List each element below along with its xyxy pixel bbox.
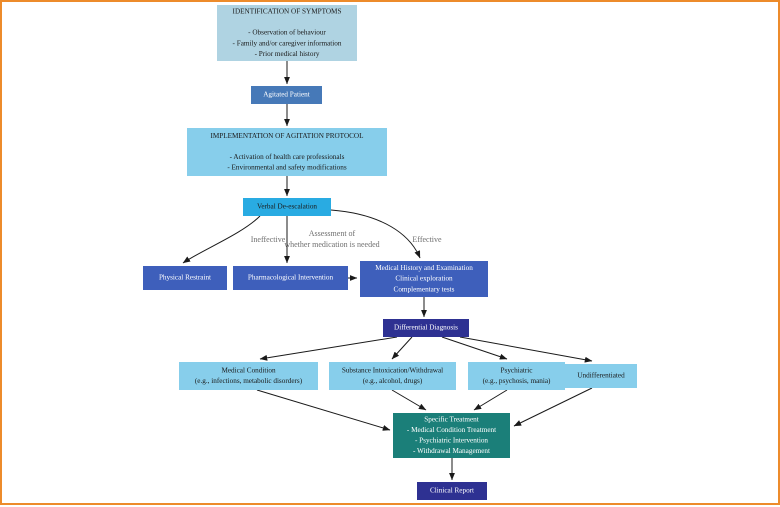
node-bg-clinical-report (417, 482, 487, 500)
node-label-medical-history-1: Clinical exploration (395, 275, 453, 283)
edge-medical-condition-to-treatment (256, 389, 391, 431)
edge-substance-to-treatment (391, 389, 427, 411)
node-bg-implementation (187, 128, 387, 176)
node-bg-medical-history (360, 261, 488, 297)
node-identification[interactable]: IDENTIFICATION OF SYMPTOMS - Observation … (217, 5, 357, 61)
edge-labels-layer: Ineffective Assessment of whether medicati… (251, 229, 442, 249)
node-specific-treatment[interactable]: Specific Treatment - Medical Condition Tr… (393, 413, 510, 458)
node-label-psychiatric-1: (e.g., psychosis, mania) (483, 377, 551, 385)
nodes-layer: IDENTIFICATION OF SYMPTOMS - Observation … (143, 5, 637, 500)
node-label-physical-restraint-0: Physical Restraint (159, 274, 211, 282)
node-clinical-report[interactable]: Clinical Report (417, 482, 487, 500)
label-effective: Effective (412, 235, 442, 244)
node-bg-medical-condition (179, 362, 318, 390)
node-bg-verbal-deescalation (243, 198, 331, 216)
node-bg-differential-diagnosis (383, 319, 469, 337)
node-verbal-deescalation[interactable]: Verbal De-escalation (243, 198, 331, 216)
edge-differential-to-substance (391, 336, 413, 360)
node-label-specific-treatment-3: - Withdrawal Management (413, 447, 490, 455)
node-label-medical-condition-0: Medical Condition (221, 366, 276, 374)
node-label-psychiatric-0: Psychiatric (501, 366, 533, 374)
label-ineffective: Ineffective (251, 235, 286, 244)
node-bg-undifferentiated (565, 364, 637, 388)
edge-undifferentiated-to-treatment (513, 387, 593, 427)
node-bg-psychiatric (468, 362, 565, 390)
node-label-implementation-0: IMPLEMENTATION OF AGITATION PROTOCOL (210, 132, 363, 140)
node-label-identification-2: - Observation of behaviour (248, 29, 326, 37)
node-bg-identification (217, 5, 357, 61)
node-label-specific-treatment-2: - Psychiatric Intervention (415, 436, 488, 444)
node-label-undifferentiated-0: Undifferentiated (577, 372, 625, 380)
node-label-differential-diagnosis-0: Differential Diagnosis (394, 324, 458, 332)
node-label-pharmacological-intervention-0: Pharmacological Intervention (248, 274, 334, 282)
node-psychiatric[interactable]: Psychiatric (e.g., psychosis, mania) (468, 362, 565, 390)
node-agitated-patient[interactable]: Agitated Patient (251, 86, 322, 104)
node-label-medical-condition-1: (e.g., infections, metabolic disorders) (195, 377, 303, 385)
node-physical-restraint[interactable]: Physical Restraint (143, 266, 227, 290)
node-label-substance-intoxication-1: (e.g., alcohol, drugs) (363, 377, 423, 385)
node-label-medical-history-2: Complementary tests (394, 285, 455, 293)
label-assessment-line1: Assessment of (309, 229, 356, 238)
label-assessment-line2: whether medication is needed (284, 240, 379, 249)
node-label-specific-treatment-0: Specific Treatment (424, 415, 479, 423)
node-label-identification-4: - Prior medical history (255, 50, 320, 58)
node-label-clinical-report-0: Clinical Report (430, 487, 474, 495)
node-label-agitated-patient-0: Agitated Patient (263, 91, 310, 99)
node-label-implementation-2: - Activation of health care professional… (230, 153, 345, 161)
node-medical-condition[interactable]: Medical Condition (e.g., infections, meta… (179, 362, 318, 390)
node-bg-agitated-patient (251, 86, 322, 104)
edge-verbal-to-physical-restraint (182, 215, 261, 264)
edge-verbal-to-medical-history (330, 209, 421, 259)
edge-psychiatric-to-treatment (473, 389, 508, 411)
node-label-identification-0: IDENTIFICATION OF SYMPTOMS (233, 7, 342, 15)
node-label-implementation-3: - Environmental and safety modifications (227, 164, 347, 172)
edge-differential-to-medical-condition (259, 336, 398, 361)
node-label-substance-intoxication-0: Substance Intoxication/Withdrawal (342, 366, 443, 374)
node-label-medical-history-0: Medical History and Examination (375, 264, 473, 272)
node-undifferentiated[interactable]: Undifferentiated (565, 364, 637, 388)
node-bg-physical-restraint (143, 266, 227, 290)
node-differential-diagnosis[interactable]: Differential Diagnosis (383, 319, 469, 337)
node-label-verbal-deescalation-0: Verbal De-escalation (257, 203, 317, 211)
node-bg-substance-intoxication (329, 362, 456, 390)
node-medical-history[interactable]: Medical History and ExaminationClinical … (360, 261, 488, 297)
edges-layer (182, 61, 593, 481)
edge-differential-to-psychiatric (441, 336, 508, 360)
node-label-specific-treatment-1: - Medical Condition Treatment (407, 426, 496, 434)
node-bg-pharmacological-intervention (233, 266, 348, 290)
node-label-identification-3: - Family and/or caregiver information (233, 39, 342, 47)
edge-differential-to-undifferentiated (459, 336, 593, 363)
node-bg-specific-treatment (393, 413, 510, 458)
node-substance-intoxication[interactable]: Substance Intoxication/Withdrawal (e.g., … (329, 362, 456, 390)
node-pharmacological-intervention[interactable]: Pharmacological Intervention (233, 266, 348, 290)
node-implementation[interactable]: IMPLEMENTATION OF AGITATION PROTOCOL - Ac… (187, 128, 387, 176)
